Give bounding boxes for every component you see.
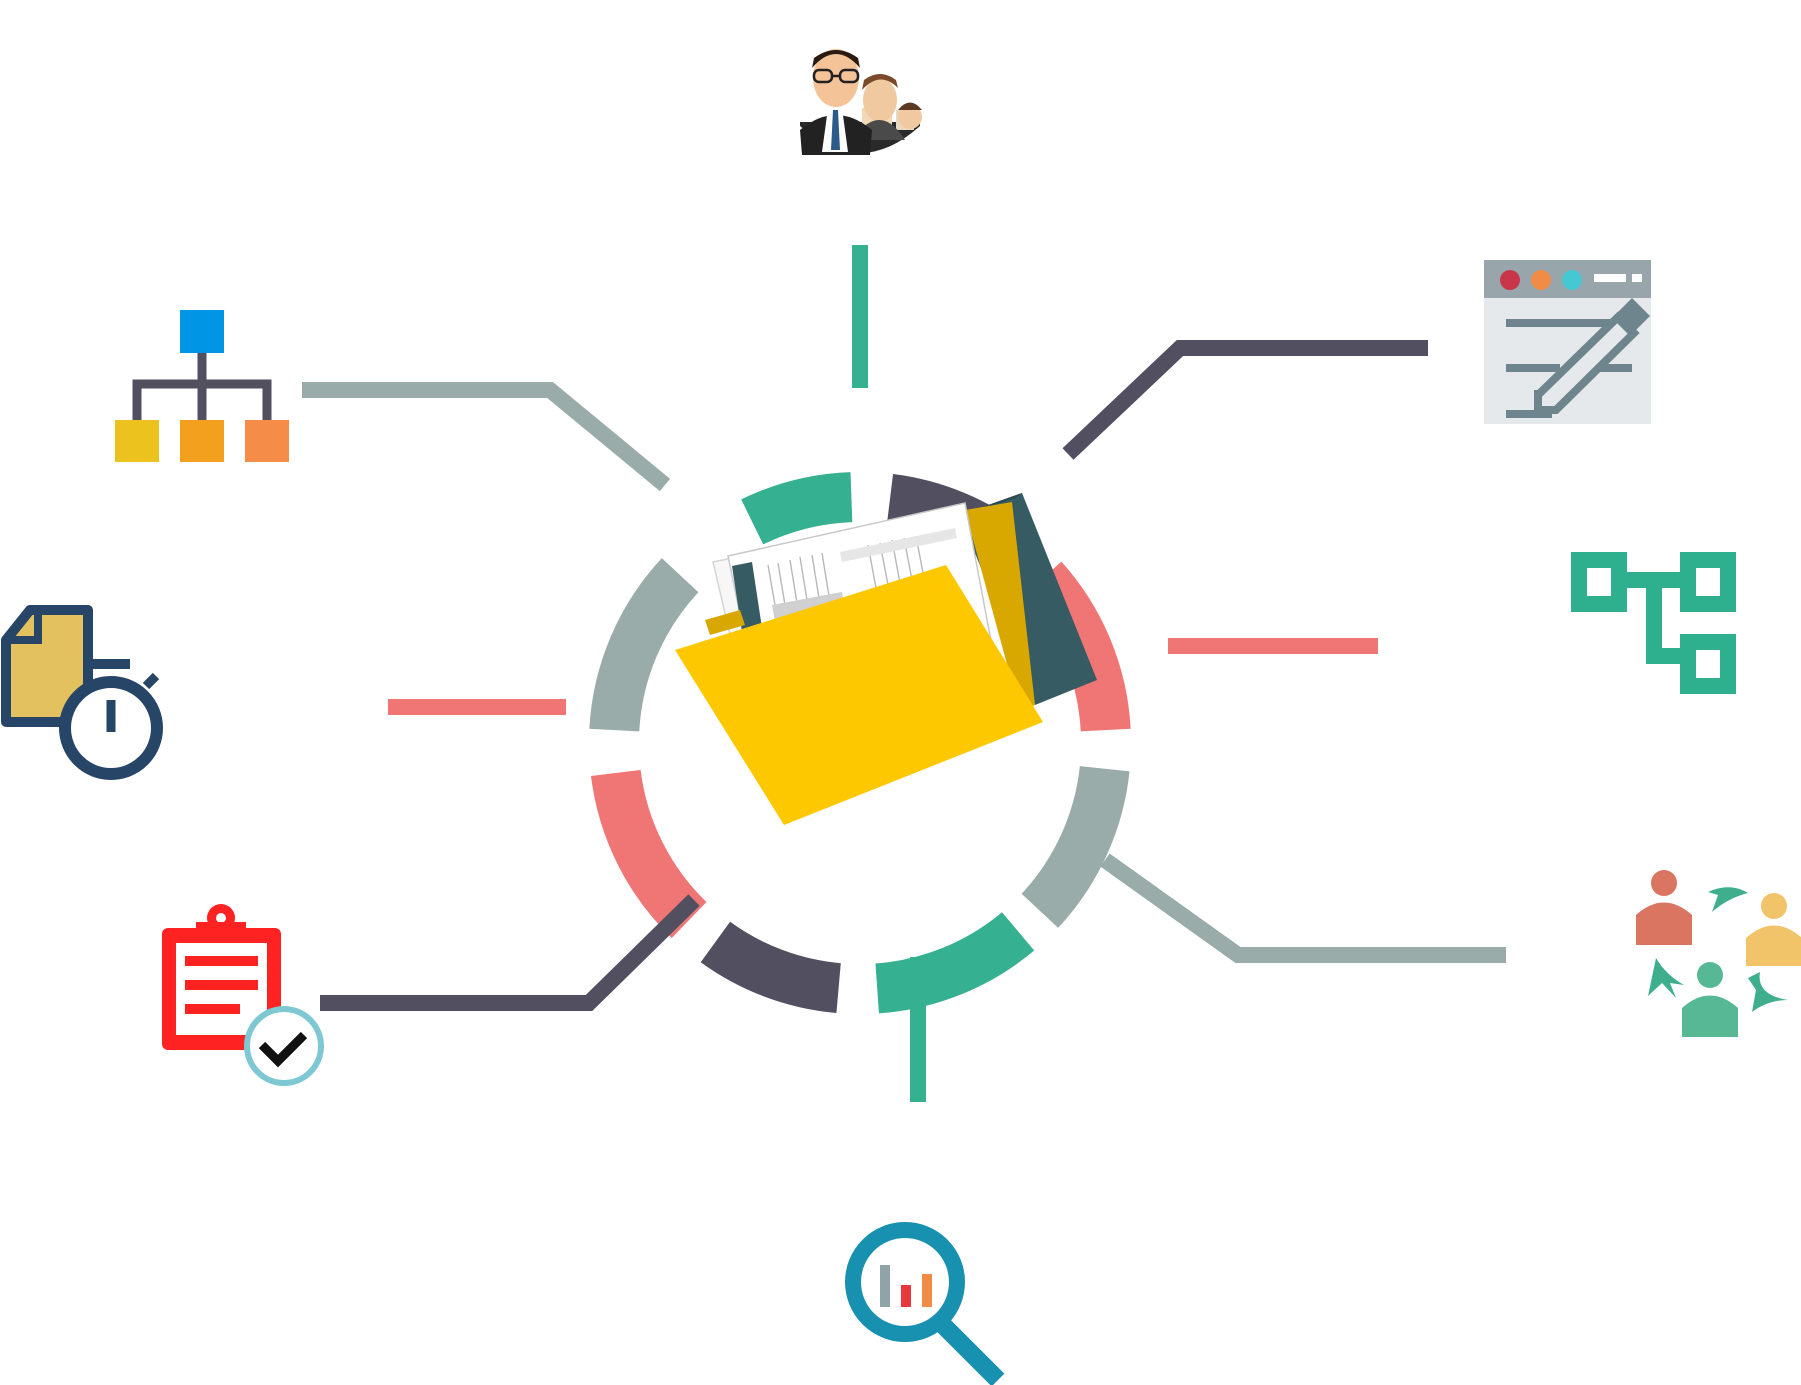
document-stopwatch-icon (1, 605, 163, 780)
connector-checklist (320, 894, 700, 1011)
ring-arc-checklist (700, 921, 842, 1014)
connector-editor (1062, 340, 1428, 460)
org-chart-hierarchy-icon (115, 310, 289, 462)
browser-window-pencil-icon (1484, 260, 1651, 424)
ring-arc-team (741, 472, 853, 545)
ring-arc-document-timer (590, 769, 707, 938)
magnifier-bar-chart-icon (845, 1222, 1005, 1385)
connector-collaboration (1100, 853, 1506, 963)
business-team-icon (800, 49, 922, 155)
clipboard-checkmark-icon (162, 904, 324, 1086)
connected-squares-workflow-icon (1571, 552, 1736, 694)
ring-arc-hierarchy (589, 558, 699, 732)
connector-hierarchy (302, 382, 671, 492)
ring-arc-collaboration (1021, 765, 1130, 928)
ring-arc-analytics (874, 911, 1035, 1014)
people-exchange-arrows-icon (1636, 870, 1801, 1037)
open-folder-with-documents-icon (675, 493, 1097, 825)
